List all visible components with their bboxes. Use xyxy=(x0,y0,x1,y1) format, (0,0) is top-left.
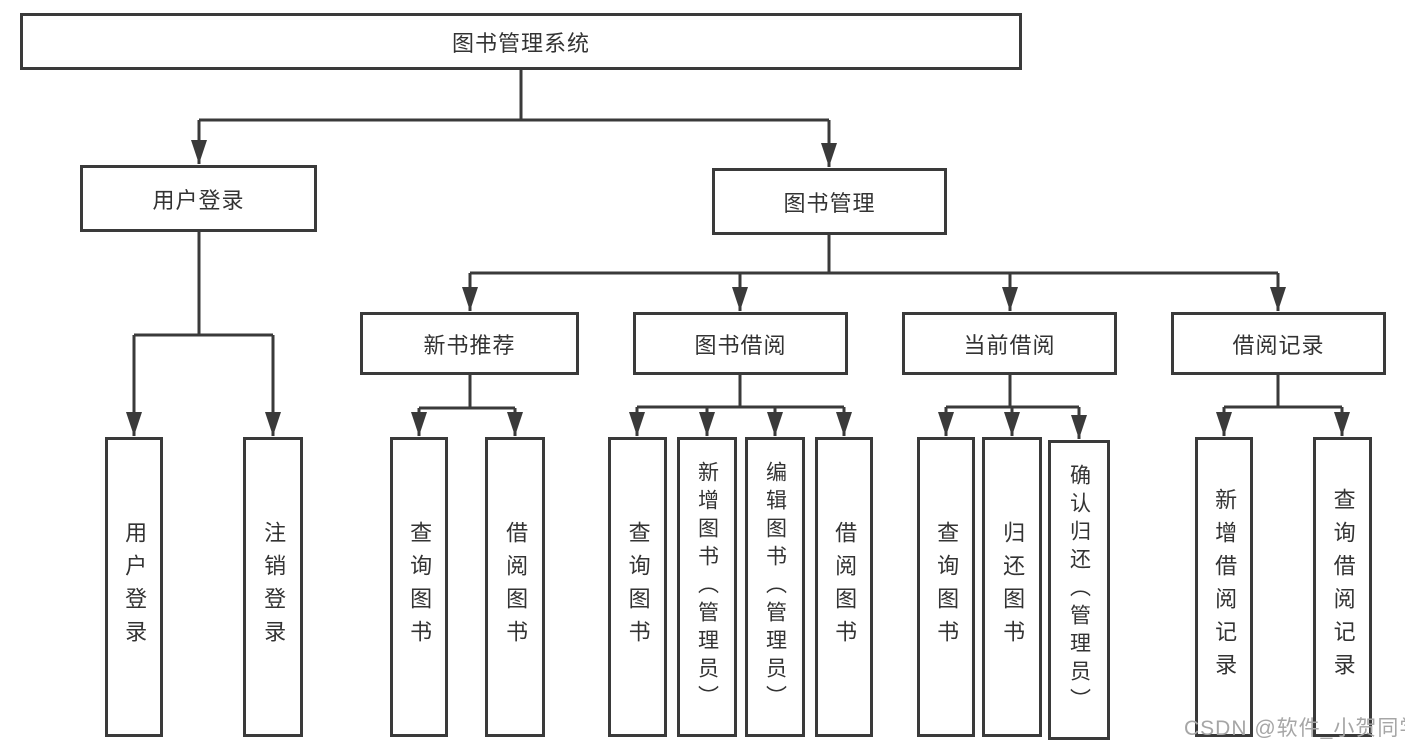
node-label: 新书推荐 xyxy=(423,332,516,358)
node-label: 借阅记录 xyxy=(1232,332,1325,358)
leaf-add-borrow-record: 新增借阅记录 xyxy=(1195,437,1253,737)
node-new-book-recommendation: 新书推荐 xyxy=(360,312,579,375)
node-label: 图书借阅 xyxy=(694,332,787,358)
node-label: 查询图书 xyxy=(934,521,960,653)
node-current-borrowing: 当前借阅 xyxy=(902,312,1117,375)
node-label: 借阅图书 xyxy=(503,521,529,653)
wire-user-login xyxy=(134,232,273,337)
node-book-management: 图书管理 xyxy=(712,168,947,235)
node-label: 查询图书 xyxy=(625,521,651,653)
leaf-add-books-admin: 新增图书（管理员） xyxy=(677,437,737,737)
node-label: 确认归还（管理员） xyxy=(1067,464,1091,716)
leaf-confirm-return-admin: 确认归还（管理员） xyxy=(1048,440,1110,740)
node-book-borrowing: 图书借阅 xyxy=(633,312,848,375)
node-label: 当前借阅 xyxy=(963,332,1056,358)
wire-book-borrowing xyxy=(637,375,844,409)
node-label: 编辑图书（管理员） xyxy=(763,461,787,713)
leaf-query-books-recommend: 查询图书 xyxy=(390,437,448,737)
leaf-query-borrow-record: 查询借阅记录 xyxy=(1313,437,1372,737)
node-label: 用户登录 xyxy=(152,187,245,213)
leaf-query-books-current: 查询图书 xyxy=(917,437,975,737)
node-label: 图书管理 xyxy=(783,190,876,216)
leaf-logout-login: 注销登录 xyxy=(243,437,303,737)
node-label: 新增借阅记录 xyxy=(1212,488,1238,686)
wire-book-management xyxy=(470,235,1278,275)
node-label: 用户登录 xyxy=(122,521,148,653)
node-library-management-system: 图书管理系统 xyxy=(20,13,1022,70)
node-label: 注销登录 xyxy=(261,521,287,653)
node-label: 新增图书（管理员） xyxy=(695,461,719,713)
leaf-query-books-borrowing: 查询图书 xyxy=(608,437,667,737)
node-borrowing-records: 借阅记录 xyxy=(1171,312,1386,375)
wire-borrowing-records xyxy=(1224,375,1342,409)
wire-current-borrowing xyxy=(946,375,1079,409)
leaf-return-books: 归还图书 xyxy=(982,437,1042,737)
wire-new-book xyxy=(419,375,515,410)
node-label: 查询借阅记录 xyxy=(1330,488,1356,686)
leaf-user-login: 用户登录 xyxy=(105,437,163,737)
node-user-login: 用户登录 xyxy=(80,165,317,232)
wire-root xyxy=(199,70,829,122)
leaf-edit-books-admin: 编辑图书（管理员） xyxy=(745,437,805,737)
node-label: 借阅图书 xyxy=(832,521,858,653)
leaf-borrow-books: 借阅图书 xyxy=(815,437,873,737)
node-label: 图书管理系统 xyxy=(451,30,590,56)
node-label: 归还图书 xyxy=(1000,521,1026,653)
csdn-watermark: CSDN @软件_小贺同学 xyxy=(1184,717,1405,740)
node-label: 查询图书 xyxy=(407,521,433,653)
leaf-borrow-books-recommend: 借阅图书 xyxy=(485,437,545,737)
